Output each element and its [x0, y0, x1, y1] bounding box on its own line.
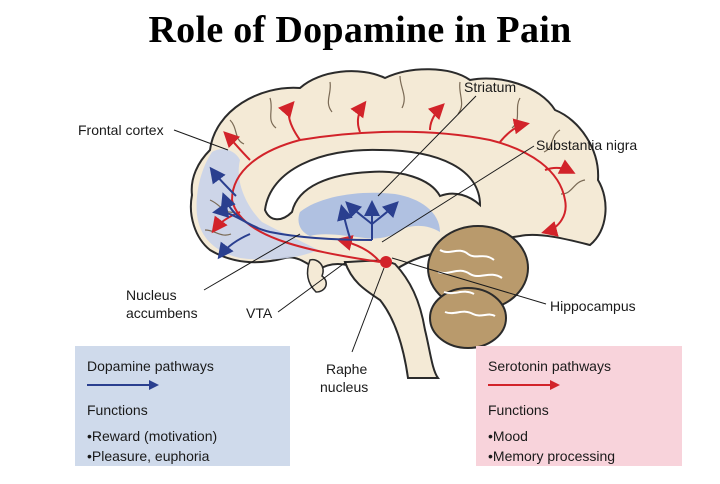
label-leader-lines — [173, 95, 547, 353]
dopamine-functions-label: Functions — [87, 402, 148, 418]
serotonin-legend-box: Serotonin pathways Functions •Mood •Memo… — [476, 346, 682, 466]
dopamine-arrow-icon — [87, 380, 159, 390]
corpus-callosum — [263, 148, 482, 221]
label-substantia-nigra: Substantia nigra — [536, 137, 638, 153]
label-raphe-1: Raphe — [326, 361, 368, 377]
serotonin-heading: Serotonin pathways — [488, 358, 611, 374]
raphe-nucleus-dot — [380, 256, 392, 268]
serotonin-function-item: •Memory processing — [488, 448, 616, 464]
dopamine-function-item: •Reward (motivation) — [87, 428, 218, 444]
serotonin-functions-label: Functions — [488, 402, 549, 418]
brainstem — [343, 259, 440, 379]
dopamine-heading: Dopamine pathways — [87, 358, 214, 374]
label-nucleus-accumbens-1: Nucleus — [126, 287, 177, 303]
serotonin-function-item: •Mood — [488, 428, 528, 444]
page-title: Role of Dopamine in Pain — [148, 9, 572, 51]
label-vta: VTA — [246, 305, 273, 321]
label-striatum: Striatum — [464, 79, 517, 95]
dopamine-legend-box: Dopamine pathways Functions •Reward (mot… — [75, 346, 290, 466]
cerebellum-lower — [429, 287, 507, 349]
dopamine-function-item: •Pleasure, euphoria — [87, 448, 210, 464]
label-raphe-2: nucleus — [320, 379, 369, 395]
cerebellum-folia — [437, 249, 503, 317]
label-hippocampus: Hippocampus — [550, 298, 636, 314]
dopamine-pathway-arrows — [209, 166, 399, 260]
label-nucleus-accumbens-2: accumbens — [126, 305, 198, 321]
serotonin-arrow-icon — [488, 380, 560, 390]
label-frontal-cortex: Frontal cortex — [78, 122, 164, 138]
pituitary — [306, 258, 327, 293]
